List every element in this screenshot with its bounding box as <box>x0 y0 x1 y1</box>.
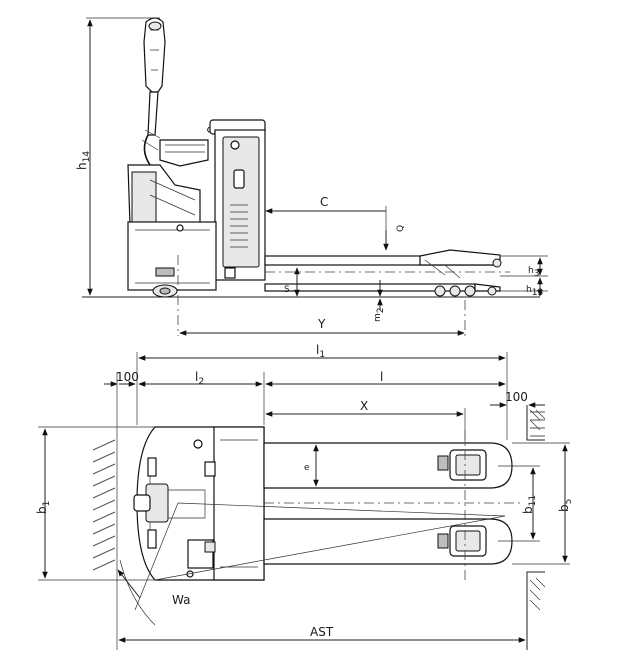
right-wall: 100 <box>490 390 546 650</box>
label-c: C <box>320 195 328 209</box>
dimension-x: X <box>265 399 466 450</box>
tiller-handle <box>141 17 166 176</box>
dimension-m2: m2 <box>373 280 386 322</box>
drive-wheel <box>152 284 178 298</box>
dimension-y: Y <box>179 317 465 336</box>
label-s: S <box>284 285 290 295</box>
chassis-top <box>136 426 265 581</box>
label-h14: h14 <box>75 151 92 170</box>
dimension-ast: AST <box>118 625 526 643</box>
label-h3: h3 <box>528 266 539 279</box>
label-e: e <box>304 463 310 473</box>
label-l2: l2 <box>195 370 204 387</box>
left-hatch <box>92 439 116 572</box>
dimension-l2-l: 100 l2 l <box>104 370 506 650</box>
label-clearance-right: 100 <box>505 390 528 404</box>
dimension-l1: l1 <box>136 343 508 440</box>
forks-side <box>264 249 502 297</box>
label-wa: Wa <box>172 593 190 607</box>
truck-body <box>127 164 217 291</box>
label-b1: b1 <box>35 501 52 514</box>
dimension-b1: b1 <box>35 426 155 581</box>
label-b5: b5 <box>557 499 574 512</box>
label-b11: b11 <box>521 495 538 514</box>
label-y: Y <box>317 317 326 331</box>
forks-top <box>263 442 513 565</box>
label-q: Q <box>396 225 406 232</box>
label-x: X <box>360 399 368 413</box>
dimension-h3-h13: h3 h13 <box>500 255 548 298</box>
label-l: l <box>380 370 383 384</box>
dimension-b11: b11 <box>498 465 540 542</box>
dimension-s: S <box>284 267 300 297</box>
truck-head: ⚙ <box>159 119 266 281</box>
dimension-h14: h14 <box>75 17 160 296</box>
turning-radius-wa: Wa <box>117 502 506 626</box>
top-view: l1 100 l2 l X 100 <box>35 343 574 650</box>
label-ast: AST <box>310 625 334 639</box>
dimension-c: C Q <box>265 195 406 251</box>
dimension-e: e <box>304 444 319 487</box>
label-l1: l1 <box>316 343 325 360</box>
label-h13: h13 <box>526 285 543 298</box>
side-view: ⚙ <box>75 17 548 336</box>
label-clearance-left: 100 <box>116 370 139 384</box>
label-m2: m2 <box>373 307 386 322</box>
dimension-b5: b5 <box>512 442 574 565</box>
